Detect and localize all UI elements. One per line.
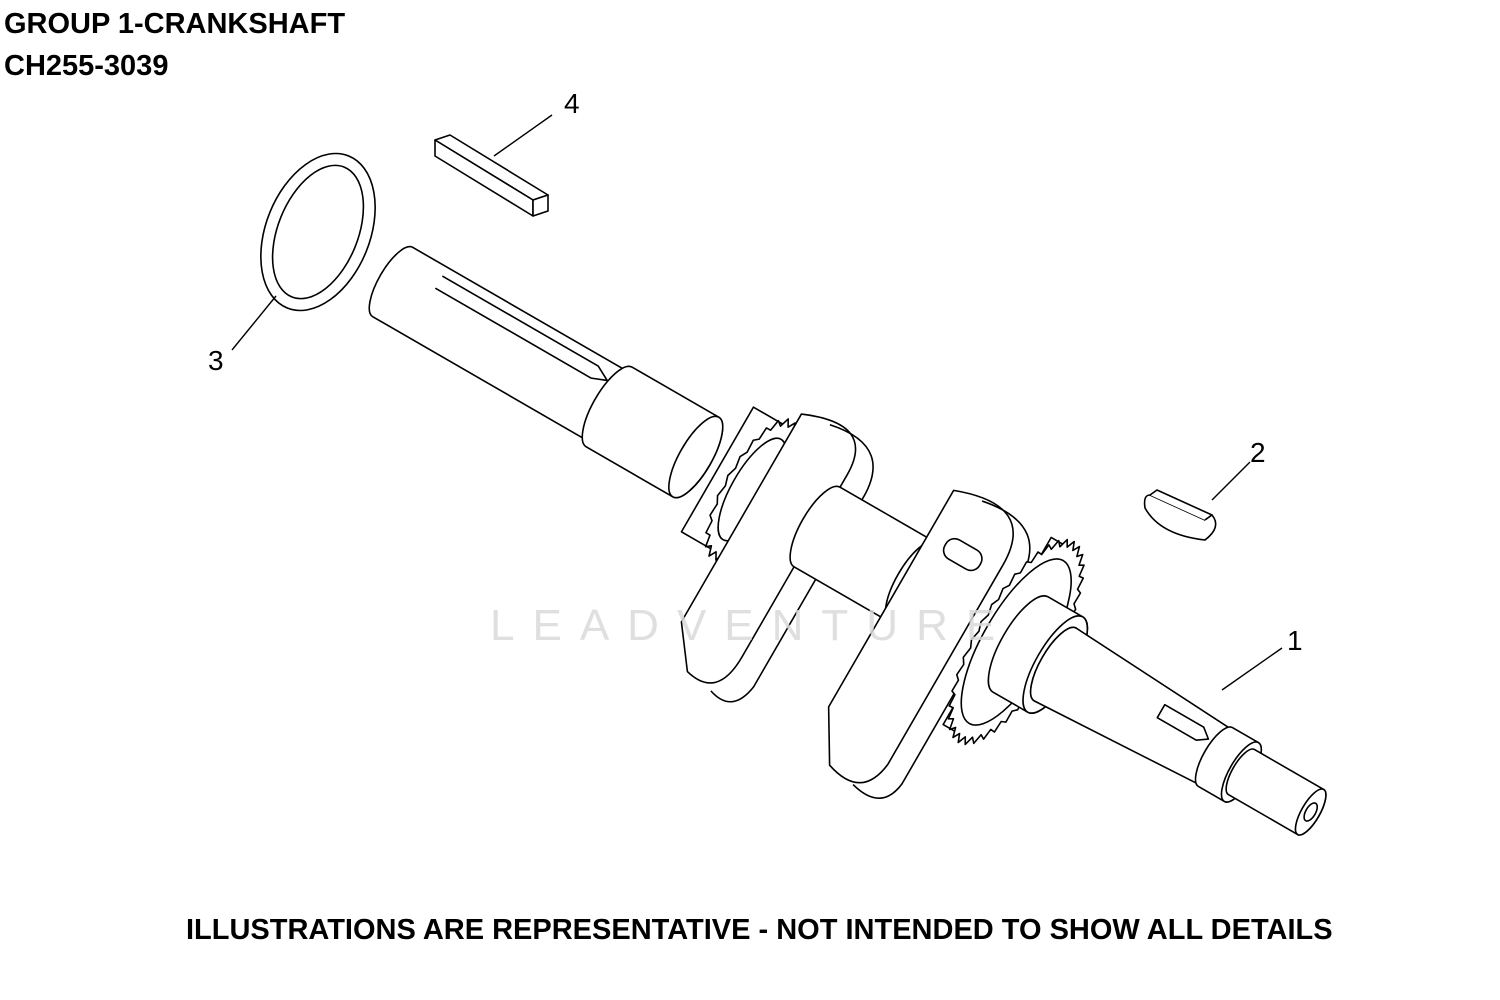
woodruff-key[interactable]	[1143, 489, 1217, 541]
diagram-title: GROUP 1-CRANKSHAFT	[4, 8, 346, 40]
crankshaft[interactable]	[277, 175, 1377, 996]
washer-ring[interactable]	[239, 136, 397, 327]
disclaimer-footer: ILLUSTRATIONS ARE REPRESENTATIVE - NOT I…	[186, 914, 1333, 946]
callout-2: 2	[1250, 437, 1266, 468]
output-keyway	[1156, 703, 1210, 741]
callout-4: 4	[564, 88, 580, 119]
web-2-slot	[942, 537, 983, 572]
callout-1: 1	[1287, 625, 1303, 656]
model-number: CH255-3039	[4, 50, 169, 82]
leader-line-3	[231, 295, 277, 351]
watermark: LEADVENTURE	[490, 601, 1013, 650]
leader-line-1	[1221, 647, 1283, 691]
center-hole	[1303, 802, 1319, 822]
leader-line-4	[493, 114, 553, 157]
callout-3: 3	[208, 345, 224, 376]
shaft-step-end	[668, 415, 724, 499]
square-key[interactable]	[434, 134, 549, 217]
leader-line-2	[1211, 461, 1251, 501]
